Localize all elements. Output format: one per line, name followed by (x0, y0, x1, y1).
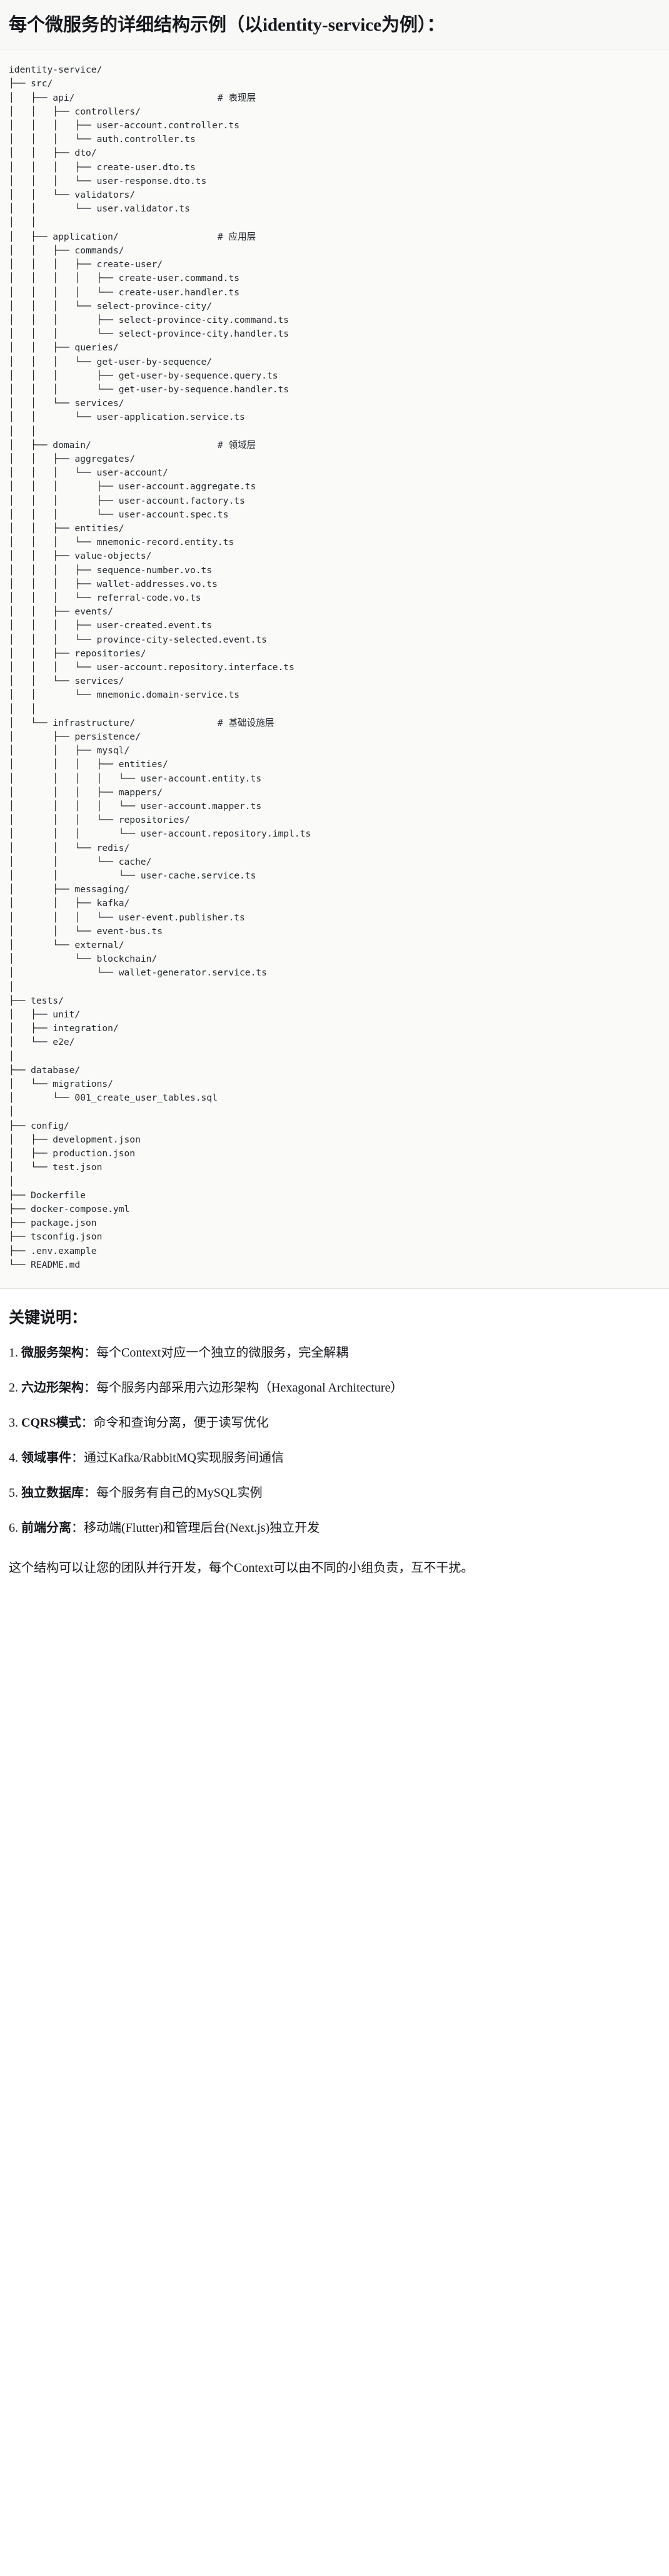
key-note-item: 2. 六边形架构：每个服务内部采用六边形架构（Hexagonal Archite… (9, 1379, 660, 1397)
key-note-description: 通过Kafka/RabbitMQ实现服务间通信 (84, 1450, 284, 1465)
key-note-term: 前端分离 (21, 1520, 71, 1535)
key-note-description: 移动端(Flutter)和管理后台(Next.js)独立开发 (84, 1520, 320, 1535)
key-note-item: 6. 前端分离：移动端(Flutter)和管理后台(Next.js)独立开发 (9, 1519, 660, 1537)
key-note-description: 每个服务内部采用六边形架构（Hexagonal Architecture） (96, 1380, 403, 1395)
key-note-number: 3. (9, 1415, 21, 1430)
key-note-number: 1. (9, 1345, 21, 1360)
key-note-item: 5. 独立数据库：每个服务有自己的MySQL实例 (9, 1484, 660, 1502)
key-note-term: 微服务架构 (21, 1345, 84, 1360)
page-root: 每个微服务的详细结构示例（以identity-service为例）： ident… (0, 0, 669, 1589)
key-note-item: 1. 微服务架构：每个Context对应一个独立的微服务，完全解耦 (9, 1344, 660, 1362)
key-note-number: 2. (9, 1380, 21, 1395)
key-notes-title: 关键说明： (9, 1309, 88, 1326)
key-note-separator: ： (84, 1485, 96, 1500)
key-note-separator: ： (84, 1380, 96, 1395)
key-note-item: 3. CQRS模式：命令和查询分离，便于读写优化 (9, 1414, 660, 1432)
key-note-description: 命令和查询分离，便于读写优化 (93, 1415, 269, 1430)
page-title: 每个微服务的详细结构示例（以identity-service为例）： (9, 15, 445, 35)
directory-tree: identity-service/ ├── src/ │ ├── api/ # … (9, 64, 311, 1270)
key-note-term: 领域事件 (21, 1450, 71, 1465)
section-heading: 每个微服务的详细结构示例（以identity-service为例）： (0, 0, 669, 50)
key-note-separator: ： (81, 1415, 94, 1430)
key-note-description: 每个Context对应一个独立的微服务，完全解耦 (96, 1345, 349, 1360)
key-note-number: 4. (9, 1450, 21, 1465)
key-note-term: 独立数据库 (21, 1485, 84, 1500)
key-note-description: 每个服务有自己的MySQL实例 (96, 1485, 263, 1500)
closing-paragraph: 这个结构可以让您的团队并行开发，每个Context可以由不同的小组负责，互不干扰… (9, 1560, 474, 1575)
key-note-term: 六边形架构 (21, 1380, 84, 1395)
key-note-number: 6. (9, 1520, 21, 1535)
key-note-separator: ： (71, 1450, 84, 1465)
key-note-number: 5. (9, 1485, 21, 1500)
key-note-item: 4. 领域事件：通过Kafka/RabbitMQ实现服务间通信 (9, 1449, 660, 1467)
key-note-term: CQRS模式 (21, 1415, 81, 1430)
key-note-separator: ： (71, 1520, 84, 1535)
code-block-container: identity-service/ ├── src/ │ ├── api/ # … (0, 49, 669, 1289)
key-note-separator: ： (84, 1345, 96, 1360)
